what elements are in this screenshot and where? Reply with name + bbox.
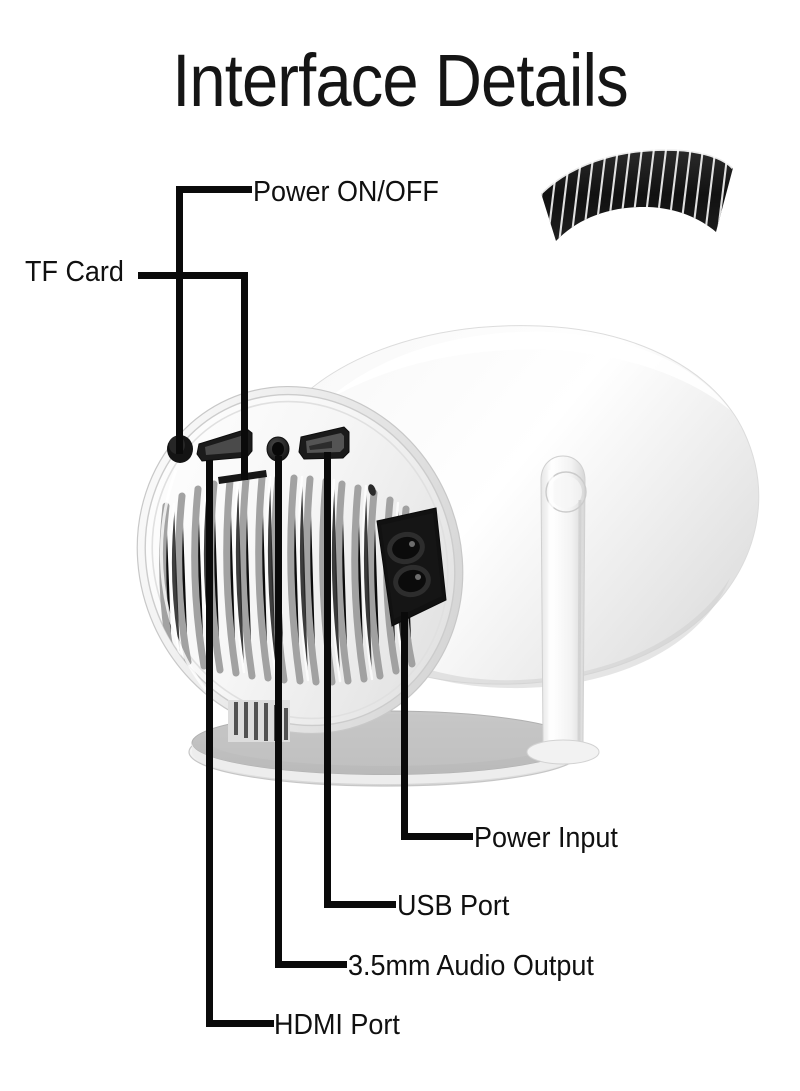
rear-panel bbox=[136, 385, 464, 735]
leader-power-on-off-horizontal bbox=[176, 186, 252, 193]
callout-label-usb-port: USB Port bbox=[397, 890, 510, 922]
pinhole-indicator bbox=[368, 484, 376, 496]
page-title: Interface Details bbox=[172, 39, 628, 122]
leader-usb-port-vertical bbox=[324, 452, 331, 908]
callout-label-hdmi-port: HDMI Port bbox=[274, 1009, 400, 1041]
leader-power-on-off-vertical bbox=[176, 186, 183, 454]
leader-hdmi-port-vertical bbox=[206, 460, 213, 1027]
callout-label-tf-card: TF Card bbox=[25, 256, 124, 288]
callout-label-power-on-off: Power ON/OFF bbox=[253, 176, 439, 208]
stand-arm bbox=[526, 455, 600, 765]
usb-port[interactable] bbox=[298, 426, 350, 460]
callout-label-power-input: Power Input bbox=[474, 822, 618, 854]
leader-power-input-horizontal bbox=[401, 833, 473, 840]
callout-label-audio-output: 3.5mm Audio Output bbox=[348, 950, 594, 982]
leader-audio-output-horizontal bbox=[275, 961, 347, 968]
leader-hdmi-port-horizontal bbox=[206, 1020, 274, 1027]
leader-tf-card-vertical bbox=[241, 272, 248, 480]
under-body-vent bbox=[228, 700, 290, 742]
leader-usb-port-horizontal bbox=[324, 901, 396, 908]
leader-power-input-vertical bbox=[401, 612, 408, 840]
top-vent-grille bbox=[539, 147, 735, 241]
leader-audio-output-vertical bbox=[275, 456, 282, 968]
leader-tf-card-horizontal bbox=[138, 272, 248, 279]
power-input-port[interactable] bbox=[376, 507, 447, 627]
